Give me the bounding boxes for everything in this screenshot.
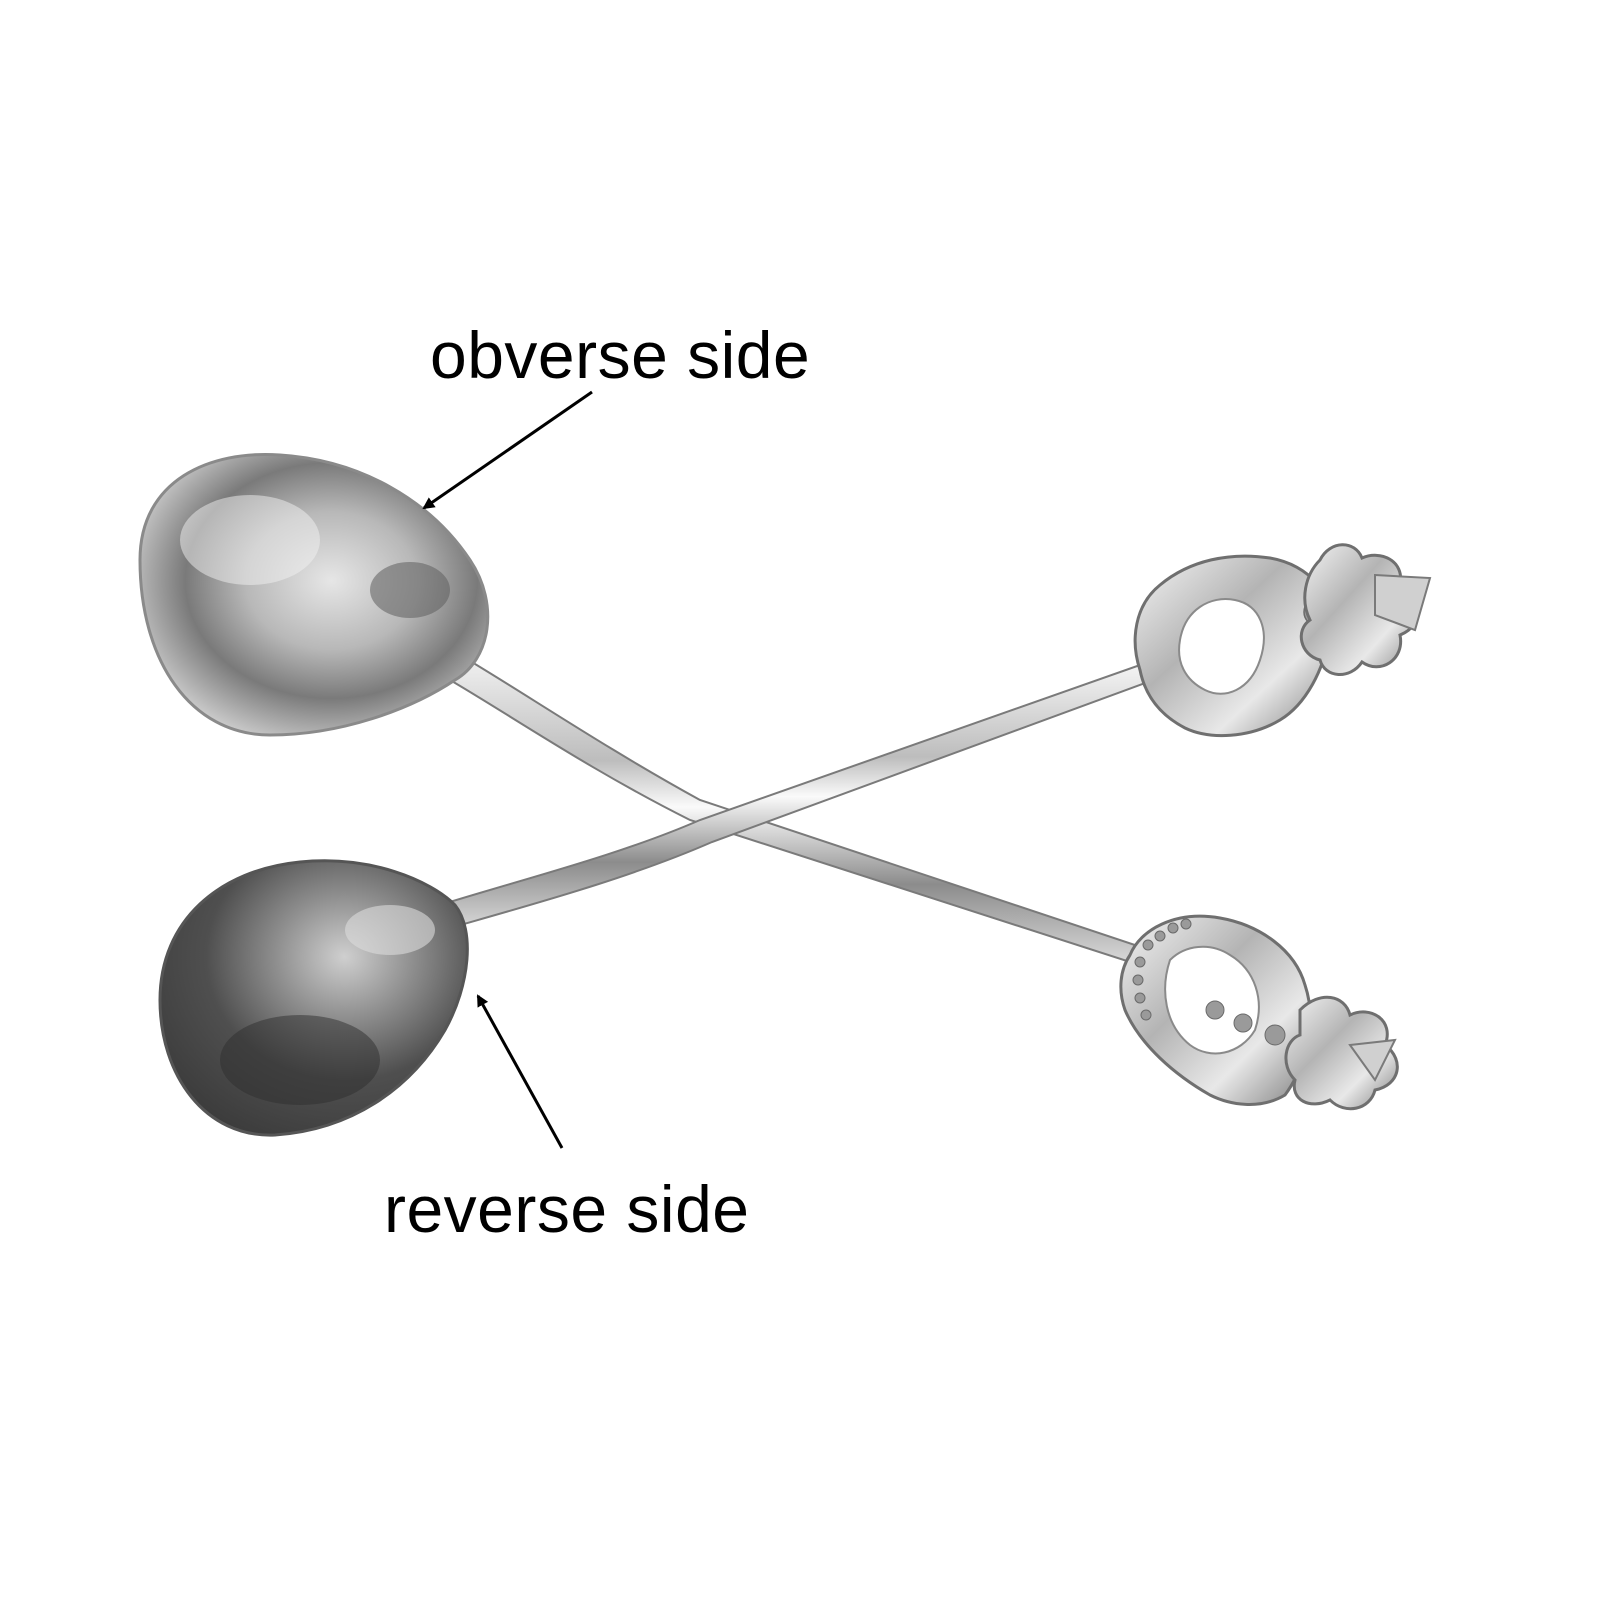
obverse-side-label: obverse side: [430, 318, 811, 392]
spoon-obverse: [138, 452, 1399, 1111]
arrow-icon: [476, 994, 564, 1149]
crown-ornament-lower: [1119, 914, 1399, 1111]
spoon-reverse: [158, 543, 1432, 1137]
reverse-side-label: reverse side: [384, 1172, 750, 1246]
spoon-reverse-handle: [438, 663, 1150, 930]
crown-ornament-upper: [1133, 543, 1432, 737]
arrow-icon: [422, 390, 593, 510]
